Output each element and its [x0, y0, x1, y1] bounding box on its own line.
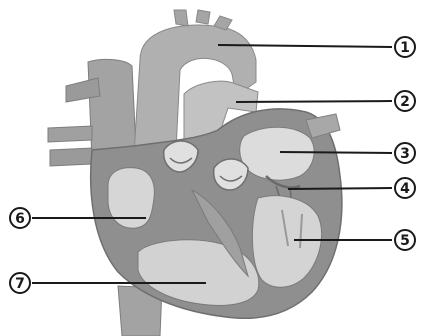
label-4-number: 4	[400, 181, 410, 197]
left-atrium	[240, 127, 314, 180]
label-2: 2	[236, 91, 415, 111]
label-2-number: 2	[400, 94, 410, 110]
superior-vena-cava	[88, 59, 136, 160]
right-atrium	[108, 168, 154, 229]
label-6-number: 6	[15, 211, 25, 227]
label-3-number: 3	[400, 146, 410, 162]
label-5-number: 5	[400, 233, 410, 249]
label-1-number: 1	[400, 40, 410, 56]
right-side-pulmonary-veins	[48, 126, 92, 166]
label-7-number: 7	[15, 276, 25, 292]
